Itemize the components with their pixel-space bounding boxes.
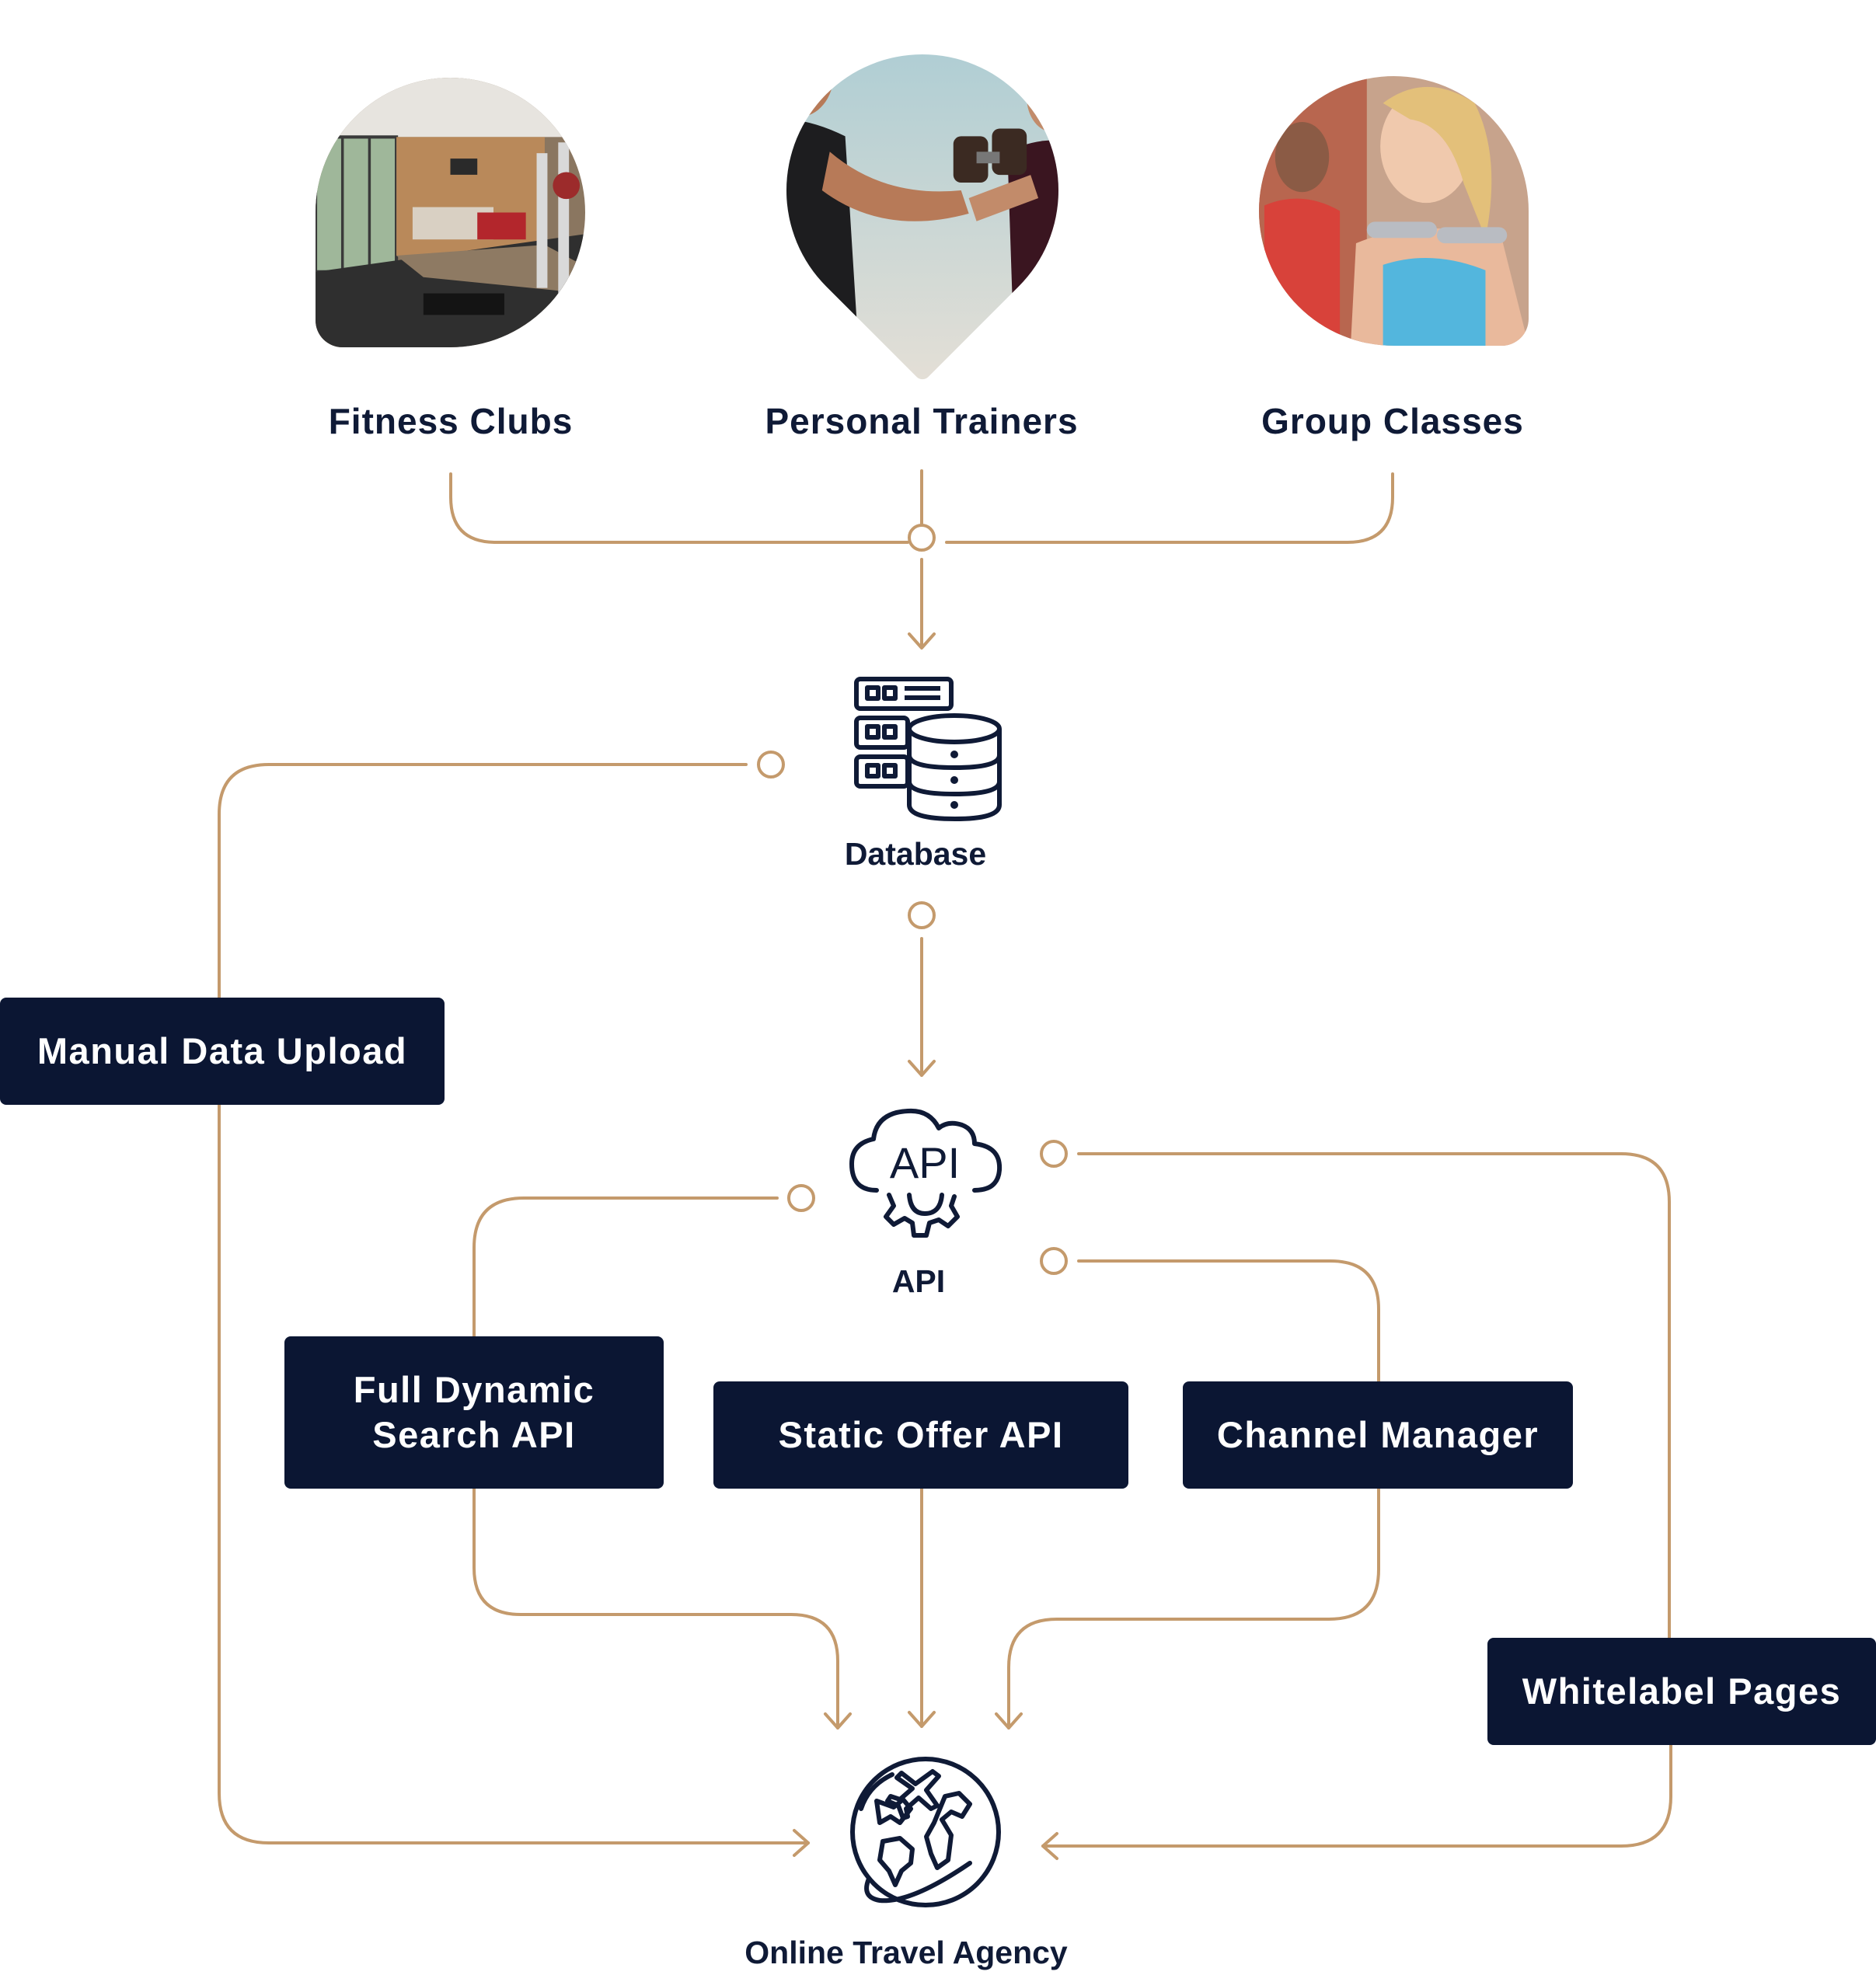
api-left-port bbox=[787, 1184, 815, 1212]
arrowhead-api bbox=[908, 1060, 936, 1077]
api-lower-right-port bbox=[1040, 1247, 1068, 1275]
fitness-clubs-label: Fitness Clubs bbox=[328, 401, 574, 441]
group-dumbbell-class-photo bbox=[1259, 76, 1529, 346]
full-dynamic-search-api-box: Full Dynamic Search API bbox=[284, 1336, 664, 1489]
api-label: API bbox=[891, 1263, 946, 1299]
group-classes-label: Group Classes bbox=[1261, 401, 1524, 441]
connector-api-full-dynamic bbox=[472, 1196, 779, 1338]
connector-group-classes bbox=[945, 472, 1394, 544]
gym-interior-photo bbox=[316, 78, 585, 347]
arrowhead-database bbox=[908, 632, 936, 650]
arrowhead-ota-left bbox=[793, 1829, 810, 1857]
channel-manager-text: Channel Manager bbox=[1216, 1414, 1540, 1455]
database-bottom-port bbox=[908, 901, 936, 929]
globe-airplane-icon bbox=[850, 1757, 1001, 1907]
whitelabel-pages-box: Whitelabel Pages bbox=[1487, 1638, 1876, 1745]
manual-data-upload-text: Manual Data Upload bbox=[37, 1030, 408, 1071]
online-travel-agency-label: Online Travel Agency bbox=[744, 1935, 1068, 1970]
database-left-port bbox=[757, 751, 785, 779]
full-dynamic-line1-text: Full Dynamic bbox=[353, 1369, 595, 1410]
static-offer-api-text: Static Offer API bbox=[778, 1414, 1064, 1455]
database-server-icon bbox=[854, 677, 1002, 821]
connector-channel-manager-ota bbox=[1007, 1487, 1380, 1729]
api-cloud-gear-icon: API bbox=[849, 1108, 1003, 1238]
svg-text:API: API bbox=[890, 1138, 960, 1187]
connector-api-whitelabel bbox=[1077, 1152, 1671, 1640]
connector-manual-upload bbox=[218, 763, 810, 1844]
channel-manager-box: Channel Manager bbox=[1183, 1381, 1573, 1489]
database-label: Database bbox=[844, 836, 987, 872]
arrowhead-ota-right bbox=[1041, 1832, 1058, 1860]
api-upper-right-port bbox=[1040, 1140, 1068, 1168]
static-offer-api-box: Static Offer API bbox=[713, 1381, 1128, 1489]
arrowhead-ota-left-center bbox=[824, 1712, 852, 1729]
merge-node-circle bbox=[908, 524, 936, 552]
arrowhead-ota-right-center bbox=[995, 1712, 1023, 1729]
arrowhead-ota-center bbox=[908, 1711, 936, 1728]
manual-data-upload-box: Manual Data Upload bbox=[0, 998, 445, 1105]
full-dynamic-line2-text: Search API bbox=[372, 1414, 576, 1455]
personal-trainers-label: Personal Trainers bbox=[765, 401, 1079, 441]
connector-fitness-clubs bbox=[449, 472, 909, 544]
whitelabel-pages-text: Whitelabel Pages bbox=[1522, 1670, 1842, 1712]
connector-whitelabel-ota bbox=[1041, 1743, 1672, 1848]
connector-full-dynamic-ota bbox=[472, 1487, 839, 1729]
connector-api-channel-manager bbox=[1077, 1259, 1380, 1383]
